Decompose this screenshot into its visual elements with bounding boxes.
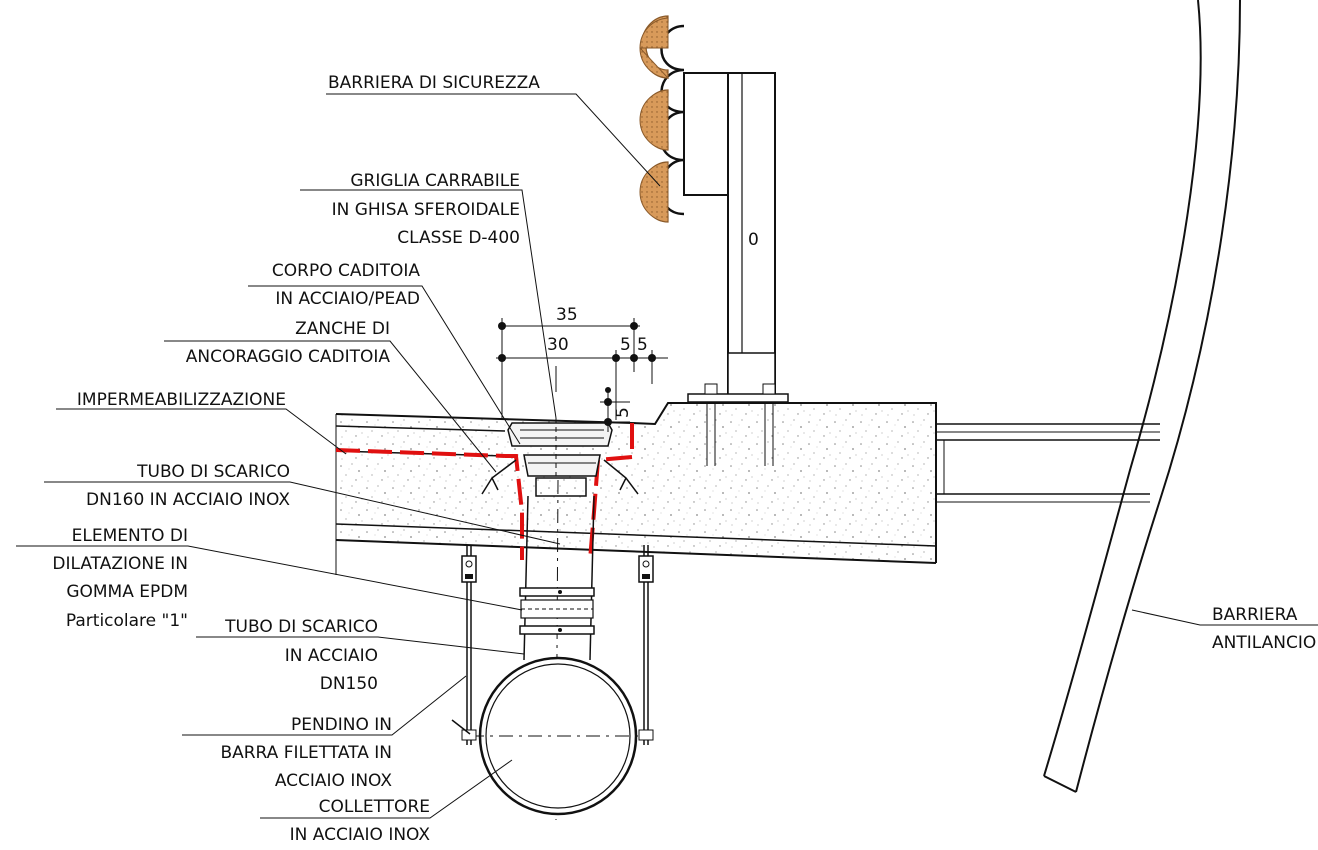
- dim-5b: 5: [637, 335, 648, 355]
- label-pendino-3: ACCIAIO INOX: [275, 771, 393, 791]
- label-pendino-2: BARRA FILETTATA IN: [220, 743, 392, 763]
- label-tubo150-3: DN150: [320, 674, 378, 694]
- leader-lines: [16, 93, 1318, 819]
- anchor-bars: [481, 459, 639, 495]
- collector-pipe: [470, 656, 650, 816]
- expansion-joint: [519, 587, 595, 635]
- label-tubo150-1: TUBO DI SCARICO: [224, 617, 378, 637]
- dim-30: 30: [547, 335, 569, 355]
- label-corpo-1: CORPO CADITOIA: [272, 261, 420, 281]
- label-griglia-3: CLASSE D-400: [397, 228, 520, 248]
- side-beam: [936, 423, 1160, 503]
- dimension-lines: 35 30 5 5 5: [496, 305, 668, 432]
- hanger-rods: [451, 545, 654, 745]
- label-zanche-2: ANCORAGGIO CADITOIA: [186, 347, 391, 367]
- label-elemento-1: ELEMENTO DI: [72, 526, 188, 546]
- label-collettore-1: COLLETTORE: [319, 797, 430, 817]
- label-elemento-3: GOMMA EPDM: [66, 582, 188, 602]
- post-mark: 0: [748, 230, 759, 250]
- label-elemento-4: Particolare "1": [66, 611, 188, 631]
- label-antilancio-2: ANTILANCIO: [1212, 633, 1316, 653]
- dim-35: 35: [556, 305, 578, 325]
- label-impermeabilizzazione: IMPERMEABILIZZAZIONE: [77, 390, 286, 410]
- label-zanche-1: ZANCHE DI: [295, 319, 390, 339]
- grate-body: [507, 418, 613, 497]
- label-elemento-2: DILATAZIONE IN: [52, 554, 188, 574]
- concrete-deck: [335, 402, 937, 575]
- label-antilancio-1: BARRIERA: [1212, 605, 1298, 625]
- label-corpo-2: IN ACCIAIO/PEAD: [275, 289, 420, 309]
- label-barriera-sicurezza: BARRIERA DI SICUREZZA: [328, 73, 540, 93]
- callout-labels: BARRIERA DI SICUREZZA GRIGLIA CARRABILE …: [52, 73, 1316, 845]
- label-collettore-2: IN ACCIAIO INOX: [290, 825, 431, 845]
- label-tubo150-2: IN ACCIAIO: [285, 646, 378, 666]
- label-griglia-2: IN GHISA SFEROIDALE: [332, 200, 520, 220]
- guardrail: [639, 15, 685, 223]
- dim-5-vertical: 5: [613, 407, 633, 418]
- label-griglia-1: GRIGLIA CARRABILE: [350, 171, 520, 191]
- label-tubo160-2: DN160 IN ACCIAIO INOX: [86, 490, 290, 510]
- dim-5a: 5: [620, 335, 631, 355]
- label-tubo160-1: TUBO DI SCARICO: [136, 462, 290, 482]
- anti-throw-barrier: [1043, 0, 1241, 793]
- label-pendino-1: PENDINO IN: [291, 715, 392, 735]
- barrier-post: 0: [683, 72, 789, 466]
